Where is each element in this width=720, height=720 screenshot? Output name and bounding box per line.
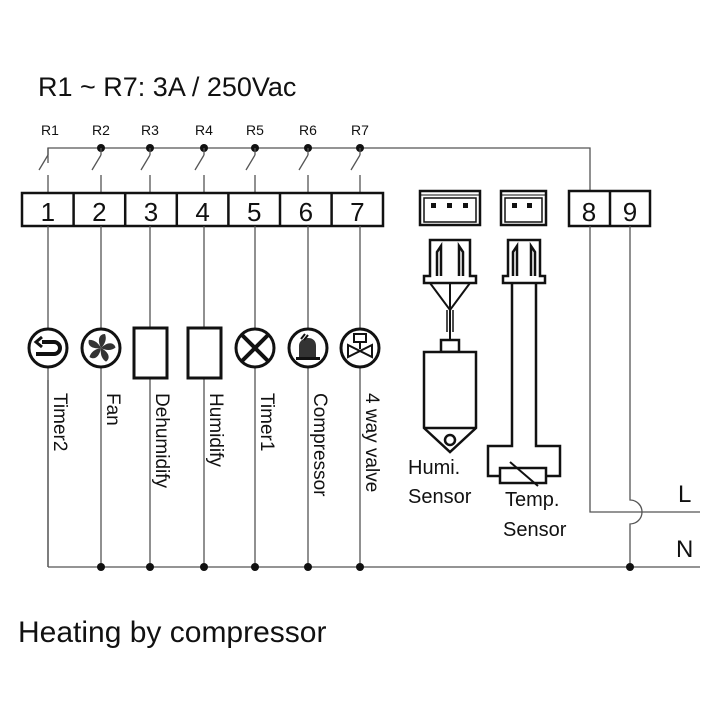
humi-sensor-plug	[422, 238, 478, 454]
rating-title: R1 ~ R7: 3A / 250Vac	[38, 72, 296, 102]
compressor-icon	[287, 327, 329, 369]
neutral-junction-dot	[626, 563, 634, 571]
load-labels: Timer2 Fan Dehumidify Humidify Timer1 Compres…	[49, 393, 382, 497]
terminal-6: 6	[299, 197, 313, 227]
relay-label-r2: R2	[92, 122, 110, 138]
terminal-8: 8	[582, 197, 596, 227]
live-label: L	[678, 481, 691, 508]
neutral-junction-dot	[304, 563, 312, 571]
temp-sensor-label-1: Temp.	[505, 489, 559, 511]
lamp-cross-icon	[234, 327, 276, 369]
terminal-2: 2	[92, 197, 106, 227]
humi-sensor-label-2: Sensor	[408, 486, 472, 508]
load-label-humidify: Humidify	[205, 393, 226, 467]
load-icons	[27, 326, 381, 380]
relay-label-r7: R7	[351, 122, 369, 138]
humi-sensor-socket	[418, 189, 482, 227]
temp-sensor-plug	[486, 238, 562, 487]
neutral-junction-dot	[146, 563, 154, 571]
valve-icon	[339, 327, 381, 369]
terminal-1: 1	[41, 197, 55, 227]
relay-switch-7	[350, 148, 361, 193]
load-label-dehumidify: Dehumidify	[151, 393, 172, 489]
load-label-timer2: Timer2	[49, 393, 70, 451]
relay-label-r4: R4	[195, 122, 213, 138]
neutral-label: N	[676, 536, 693, 563]
relay-label-r3: R3	[141, 122, 159, 138]
relay-switch-3	[140, 148, 151, 193]
relay-switch-4	[194, 148, 205, 193]
dehumidifier-box-icon	[132, 326, 169, 380]
relay-switches	[38, 148, 361, 193]
relay-label-r5: R5	[246, 122, 264, 138]
relay-switch-5	[245, 148, 256, 193]
relay-label-r6: R6	[299, 122, 317, 138]
temp-sensor-socket	[499, 189, 548, 227]
terminal-9: 9	[623, 197, 637, 227]
neutral-junction-dot	[97, 563, 105, 571]
load-label-timer1: Timer1	[256, 393, 277, 451]
terminal-7: 7	[350, 197, 364, 227]
common-bus-wire	[47, 147, 591, 195]
neutral-junction-dot	[251, 563, 259, 571]
load-label-4-way-valve: 4 way valve	[361, 393, 382, 492]
load-label-compressor: Compressor	[309, 393, 330, 497]
timer-return-icon	[27, 327, 69, 369]
diagram-caption: Heating by compressor	[18, 616, 326, 649]
terminal-4: 4	[195, 197, 209, 227]
terminal-3: 3	[144, 197, 158, 227]
humidifier-box-icon	[186, 326, 223, 380]
live-wire	[589, 226, 700, 513]
load-wires	[47, 226, 361, 567]
relay-switch-2	[91, 148, 102, 193]
neutral-junction-dot	[356, 563, 364, 571]
humi-sensor-label-1: Humi.	[408, 457, 460, 479]
temp-sensor-label-2: Sensor	[503, 519, 567, 541]
neutral-junction-dot	[200, 563, 208, 571]
fan-icon	[80, 327, 122, 369]
terminal-5: 5	[247, 197, 261, 227]
neutral-junctions	[97, 563, 364, 571]
relay-label-r1: R1	[41, 122, 59, 138]
relay-labels: R1 R2 R3 R4 R5 R6 R7	[41, 122, 369, 138]
neutral-feed-wire	[629, 226, 643, 567]
relay-switch-1	[38, 148, 49, 193]
load-label-fan: Fan	[102, 393, 123, 426]
terminal-block-8-9: 8 9	[567, 189, 652, 228]
relay-switch-6	[298, 148, 309, 193]
terminal-block-1-7: 1 2 3 4 5 6 7	[20, 191, 385, 228]
